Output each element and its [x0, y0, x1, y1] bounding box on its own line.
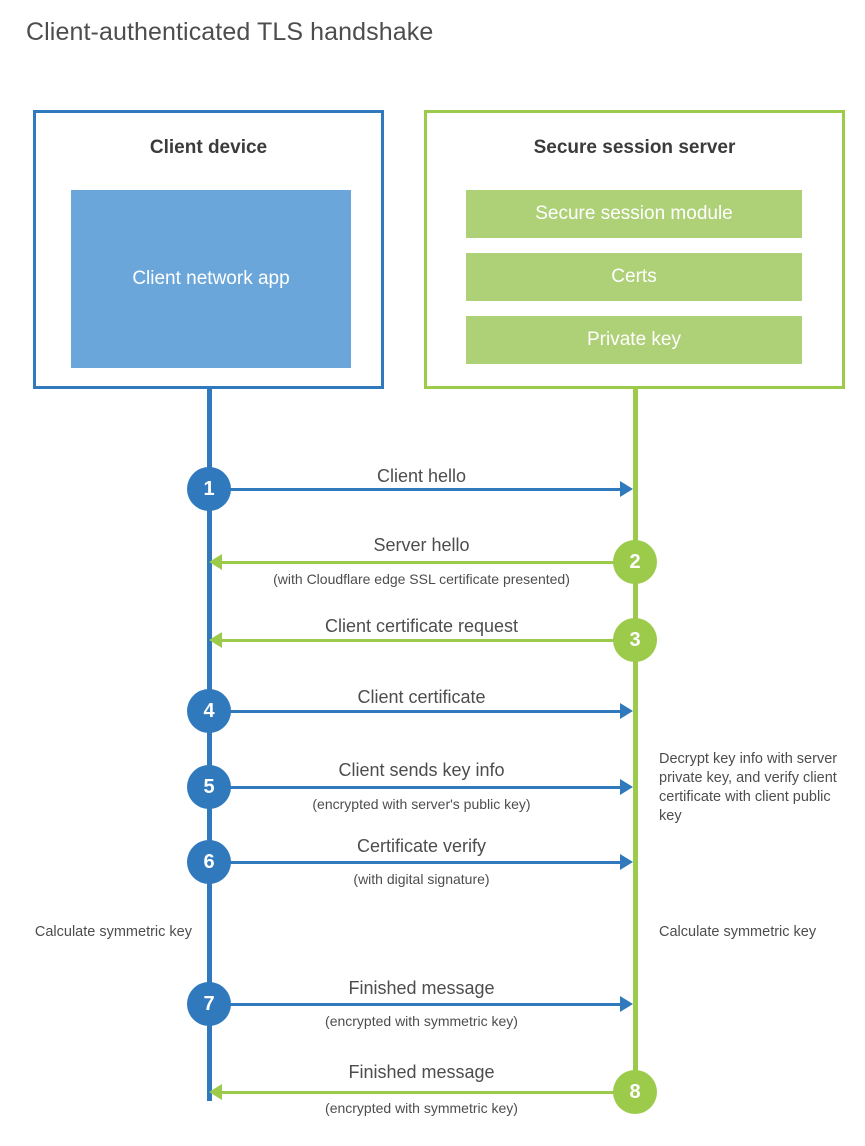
step-3-arrow-line — [222, 639, 635, 642]
step-2-sublabel: (with Cloudflare edge SSL certificate pr… — [273, 571, 570, 587]
step-2-arrow-head-icon — [209, 554, 222, 570]
step-3-arrow-head-icon — [209, 632, 222, 648]
step-6-arrow-head-icon — [620, 854, 633, 870]
step-4-arrow-head-icon — [620, 703, 633, 719]
server-component-private-key: Private key — [466, 316, 802, 364]
step-1-label: Client hello — [376, 466, 467, 486]
server-lifeline — [633, 389, 638, 1093]
client-device-box: Client device Client network app — [33, 110, 384, 389]
step-7-number-badge: 7 — [187, 982, 231, 1026]
step-4-arrow-line — [209, 710, 623, 713]
step-7-label: Finished message — [348, 978, 495, 998]
step-8-number-badge: 8 — [613, 1070, 657, 1114]
client-network-app-block: Client network app — [71, 190, 351, 368]
note-server-decrypt: Decrypt key info with server private key… — [659, 751, 838, 824]
server-component-secure-session-module: Secure session module — [466, 190, 802, 238]
step-4-label: Client certificate — [357, 687, 486, 707]
step-2-number-badge: 2 — [613, 540, 657, 584]
step-2-label: Server hello — [373, 535, 470, 555]
step-8-arrow-line — [222, 1091, 635, 1094]
step-7-sublabel: (encrypted with symmetric key) — [325, 1013, 518, 1029]
client-device-title: Client device — [149, 137, 268, 158]
step-1-number-badge: 1 — [187, 467, 231, 511]
step-8-arrow-head-icon — [209, 1084, 222, 1100]
step-6-number-badge: 6 — [187, 840, 231, 884]
step-1-arrow-line — [209, 488, 623, 491]
step-2-arrow-line — [222, 561, 635, 564]
step-7-arrow-head-icon — [620, 996, 633, 1012]
step-7-arrow-line — [209, 1003, 623, 1006]
note-server-calculate-symmetric-key: Calculate symmetric key — [659, 924, 817, 940]
step-5-sublabel: (encrypted with server's public key) — [312, 796, 531, 812]
step-8-label: Finished message — [348, 1062, 495, 1082]
step-5-arrow-head-icon — [620, 779, 633, 795]
step-8-sublabel: (encrypted with symmetric key) — [325, 1100, 518, 1116]
client-lifeline — [207, 389, 212, 1101]
step-5-number-badge: 5 — [187, 765, 231, 809]
note-client-calculate-symmetric-key: Calculate symmetric key — [34, 924, 192, 940]
server-component-certs: Certs — [466, 253, 802, 301]
step-6-label: Certificate verify — [356, 836, 487, 856]
secure-session-server-title: Secure session server — [533, 137, 736, 158]
step-5-label: Client sends key info — [338, 760, 505, 780]
step-6-sublabel: (with digital signature) — [353, 871, 490, 887]
secure-session-server-box: Secure session server Secure session mod… — [424, 110, 845, 389]
step-3-number-badge: 3 — [613, 618, 657, 662]
page-title: Client-authenticated TLS handshake — [26, 18, 434, 46]
step-6-arrow-line — [209, 861, 623, 864]
step-4-number-badge: 4 — [187, 689, 231, 733]
step-5-arrow-line — [209, 786, 623, 789]
step-3-label: Client certificate request — [324, 616, 519, 636]
step-1-arrow-head-icon — [620, 481, 633, 497]
